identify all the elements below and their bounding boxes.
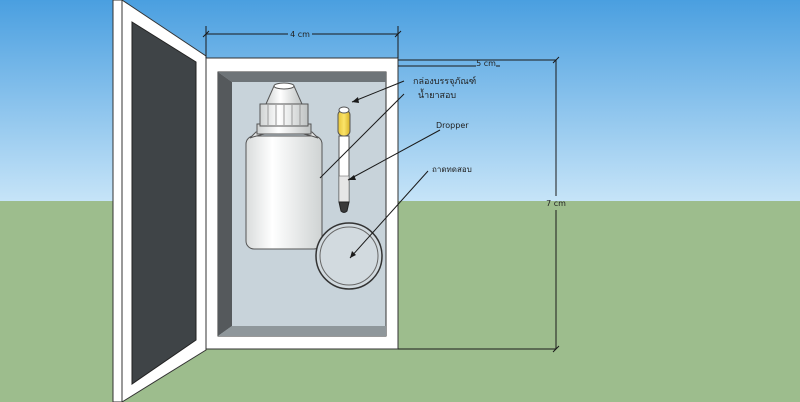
label-liquid: น้ำยาสอบ [418, 88, 456, 101]
width-label: 4 cm [290, 30, 310, 39]
label-dropper: Dropper [436, 121, 469, 130]
test-tray [315, 222, 383, 290]
dimension-ticks [202, 30, 560, 353]
label-tray: ถาดทดสอบ [432, 165, 472, 174]
reagent-bottle [245, 82, 323, 250]
depth-label: 5 cm [476, 59, 496, 68]
dropper-item [337, 106, 351, 213]
open-lid [112, 0, 207, 402]
height-label: 7 cm [546, 199, 566, 208]
leader-lines [319, 80, 441, 259]
dimension-lines [205, 26, 557, 350]
label-box: กล่องบรรจุภัณฑ์ [413, 75, 476, 87]
arrow-heads [348, 97, 359, 258]
